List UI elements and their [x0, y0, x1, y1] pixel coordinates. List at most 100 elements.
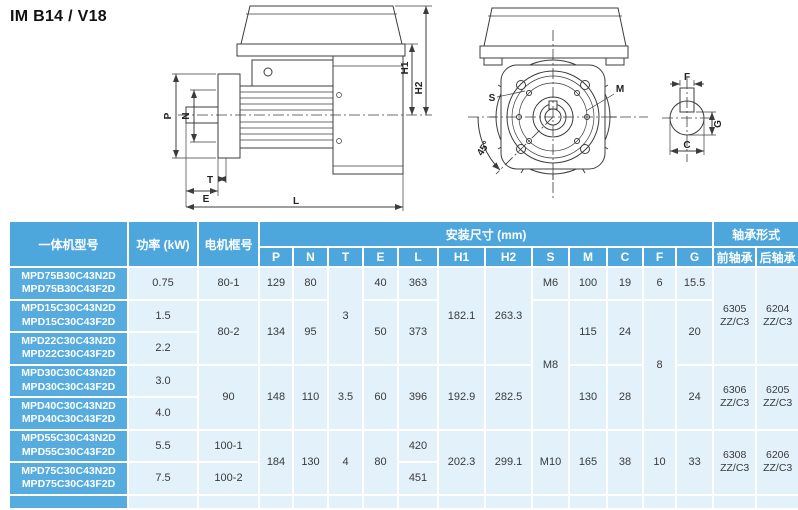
- page-title: IM B14 / V18: [10, 8, 107, 25]
- dim-cell-e: 50: [362, 298, 399, 366]
- dim-cell-h1: 182.1: [437, 266, 486, 366]
- dim-label-p: P: [163, 112, 174, 119]
- table-row: MPD55C30C43N2D MPD55C30C43F2D 5.5 100-1 …: [8, 428, 798, 496]
- dim-cell-s: M8: [531, 298, 570, 431]
- model-line-1: MPD40C30C43N2D: [21, 399, 116, 412]
- dim-cell-e: 40: [362, 266, 399, 301]
- header-dim-p: P: [258, 246, 294, 268]
- dim-cell-n: 80: [292, 266, 329, 301]
- model-line-2: MPD30C30C43F2D: [21, 380, 116, 393]
- power-cell: [127, 493, 199, 510]
- dim-cell-h1: 192.9: [437, 363, 486, 431]
- model-cell: MPD22C30C43N2D MPD22C30C43F2D: [8, 331, 129, 366]
- dim-cell-p: 184: [258, 428, 294, 496]
- header-dim-g: G: [674, 246, 715, 268]
- dim-cell-h1: [437, 493, 486, 510]
- model-line-2: MPD75B30C43F2D: [21, 283, 116, 296]
- model-line-1: MPD75B30C43N2D: [21, 269, 116, 282]
- dim-cell-c: 24: [606, 298, 644, 366]
- rear-bearing-cell: 6206 ZZ/C3: [755, 428, 798, 496]
- front-bearing-cell: 6305 ZZ/C3: [712, 266, 758, 366]
- dim-cell-g: 20: [674, 298, 715, 366]
- dim-cell-f: [642, 493, 677, 510]
- dim-cell-e: 60: [362, 363, 399, 431]
- dim-label-f: F: [684, 72, 690, 83]
- dim-cell-f: 10: [642, 428, 677, 496]
- header-dim-m: M: [568, 246, 608, 268]
- dim-cell-e: 80: [362, 428, 399, 496]
- model-line-2: MPD15C30C43F2D: [21, 315, 116, 328]
- power-cell: 5.5: [127, 428, 199, 463]
- dim-cell-p: [258, 493, 294, 510]
- dim-label-h2: H2: [414, 81, 425, 94]
- dim-cell-t: 4: [327, 428, 364, 496]
- dim-cell-c: [606, 493, 644, 510]
- dim-cell-e: [362, 493, 399, 510]
- model-line-1: MPD75C30C43N2D: [21, 464, 116, 477]
- page: IM B14 / V18: [8, 5, 798, 510]
- model-cell: MPD40C30C43N2D MPD40C30C43F2D: [8, 396, 129, 431]
- dim-cell-t: 3: [327, 266, 364, 366]
- dim-cell-c: 38: [606, 428, 644, 496]
- power-cell: 0.75: [127, 266, 199, 301]
- model-line-1: MPD55C30C43N2D: [21, 432, 116, 445]
- frame-cell: 80-1: [197, 266, 260, 301]
- dim-label-s: S: [489, 93, 496, 104]
- dim-cell-m: 130: [568, 363, 608, 431]
- model-cell: MPD75B30C43N2D MPD75B30C43F2D: [8, 266, 129, 301]
- table-row: MPD75C30C43N2D MPD75C30C43F2D 7.5 100-2 …: [8, 461, 798, 496]
- header-dim-s: S: [531, 246, 570, 268]
- header-mounting-dims: 安装尺寸 (mm): [257, 220, 715, 248]
- dim-cell-m: 115: [568, 298, 608, 366]
- dim-cell-p: 148: [258, 363, 294, 431]
- header-dim-h1: H1: [437, 246, 486, 268]
- dim-cell-n: 95: [292, 298, 329, 366]
- power-cell: 1.5: [127, 298, 199, 333]
- dim-cell-g: 15.5: [674, 266, 715, 301]
- front-bearing-cell: [712, 493, 758, 510]
- header-dim-t: T: [327, 246, 364, 268]
- header-dim-c: C: [606, 246, 644, 268]
- frame-cell: 90: [197, 363, 260, 431]
- header-dim-h2: H2: [484, 246, 533, 268]
- power-cell: 7.5: [127, 461, 199, 496]
- dim-cell-f: 8: [642, 298, 677, 431]
- rear-bearing-cell: [755, 493, 798, 510]
- dim-cell-l: 420: [397, 428, 439, 463]
- header-frame: 电机框号: [197, 220, 260, 268]
- dim-cell-s: M10: [531, 428, 570, 496]
- dim-cell-g: 33: [674, 428, 715, 496]
- model-cell: MPD30C30C43N2D MPD30C30C43F2D: [8, 363, 129, 398]
- dim-cell-m: [568, 493, 608, 510]
- table-row: MPD15C30C43N2D MPD15C30C43F2D 1.5 80-2 1…: [8, 298, 798, 431]
- dim-label-l: L: [293, 196, 299, 207]
- dim-cell-l: 396: [397, 363, 439, 431]
- dim-cell-t: [327, 493, 364, 510]
- dim-cell-l: 451: [397, 461, 439, 496]
- dim-cell-g: [674, 493, 715, 510]
- dim-cell-p: 129: [258, 266, 294, 301]
- model-line-1: MPD30C30C43N2D: [21, 367, 116, 380]
- model-cell: MPD55C30C43N2D MPD55C30C43F2D: [8, 428, 129, 463]
- table-row: MPD40C30C43N2D MPD40C30C43F2D 4.0: [8, 396, 798, 431]
- dim-label-m: M: [616, 84, 624, 95]
- header-rear-bearing: 后轴承: [755, 246, 798, 268]
- dim-cell-g: 24: [674, 363, 715, 431]
- table-row-partial: [8, 493, 798, 510]
- dim-cell-n: [292, 493, 329, 510]
- header-bearing-type: 轴承形式: [712, 220, 798, 248]
- model-line-2: MPD22C30C43F2D: [21, 348, 116, 361]
- dim-cell-c: 19: [606, 266, 644, 301]
- frame-cell: 100-1: [197, 428, 260, 463]
- dim-cell-l: 363: [397, 266, 439, 301]
- dim-cell-l: [397, 493, 439, 510]
- power-cell: 4.0: [127, 396, 199, 431]
- header-dim-n: N: [292, 246, 329, 268]
- dim-cell-h2: 282.5: [484, 363, 533, 431]
- spec-table: 一体机型号 功率 (kW) 电机框号 安装尺寸 (mm) 轴承形式 P N T …: [8, 220, 798, 510]
- dim-cell-p: 134: [258, 298, 294, 366]
- dim-cell-l: 373: [397, 298, 439, 366]
- dim-label-n: N: [181, 112, 192, 119]
- dim-cell-s: M6: [531, 266, 570, 301]
- model-line-1: MPD15C30C43N2D: [21, 302, 116, 315]
